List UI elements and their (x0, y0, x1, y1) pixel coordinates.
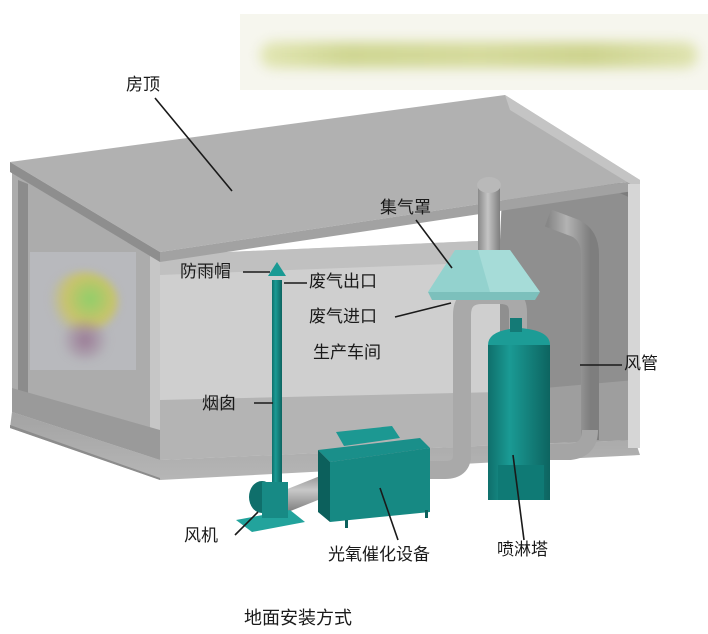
blurred-wall-image (30, 252, 136, 370)
catalytic-unit-shape (318, 426, 430, 528)
label-spray-tower: 喷淋塔 (497, 540, 548, 560)
fan-shape (236, 481, 305, 532)
label-exhaust-outlet: 废气出口 (309, 272, 377, 292)
floor-slab (10, 412, 640, 480)
label-rain-cap: 防雨帽 (180, 262, 231, 282)
spray-tower-shape (488, 318, 550, 500)
label-workshop: 生产车间 (313, 343, 381, 363)
label-chimney: 烟囱 (202, 394, 236, 414)
label-hood: 集气罩 (380, 198, 431, 218)
label-exhaust-inlet: 废气进口 (309, 307, 377, 327)
diagram-caption: 地面安装方式 (244, 608, 352, 629)
banner-blur-strip (260, 42, 698, 68)
roof (10, 95, 640, 262)
leader-lines (154, 97, 622, 541)
label-roof: 房顶 (126, 75, 160, 95)
blur-blob-purple (60, 320, 110, 360)
label-duct: 风管 (624, 354, 658, 374)
right-pillar (628, 184, 640, 448)
label-photo-oxygen-catalysis: 光氧催化设备 (328, 545, 430, 565)
label-fan: 风机 (184, 526, 218, 546)
blurred-banner (240, 14, 708, 90)
collection-hood (428, 250, 540, 300)
